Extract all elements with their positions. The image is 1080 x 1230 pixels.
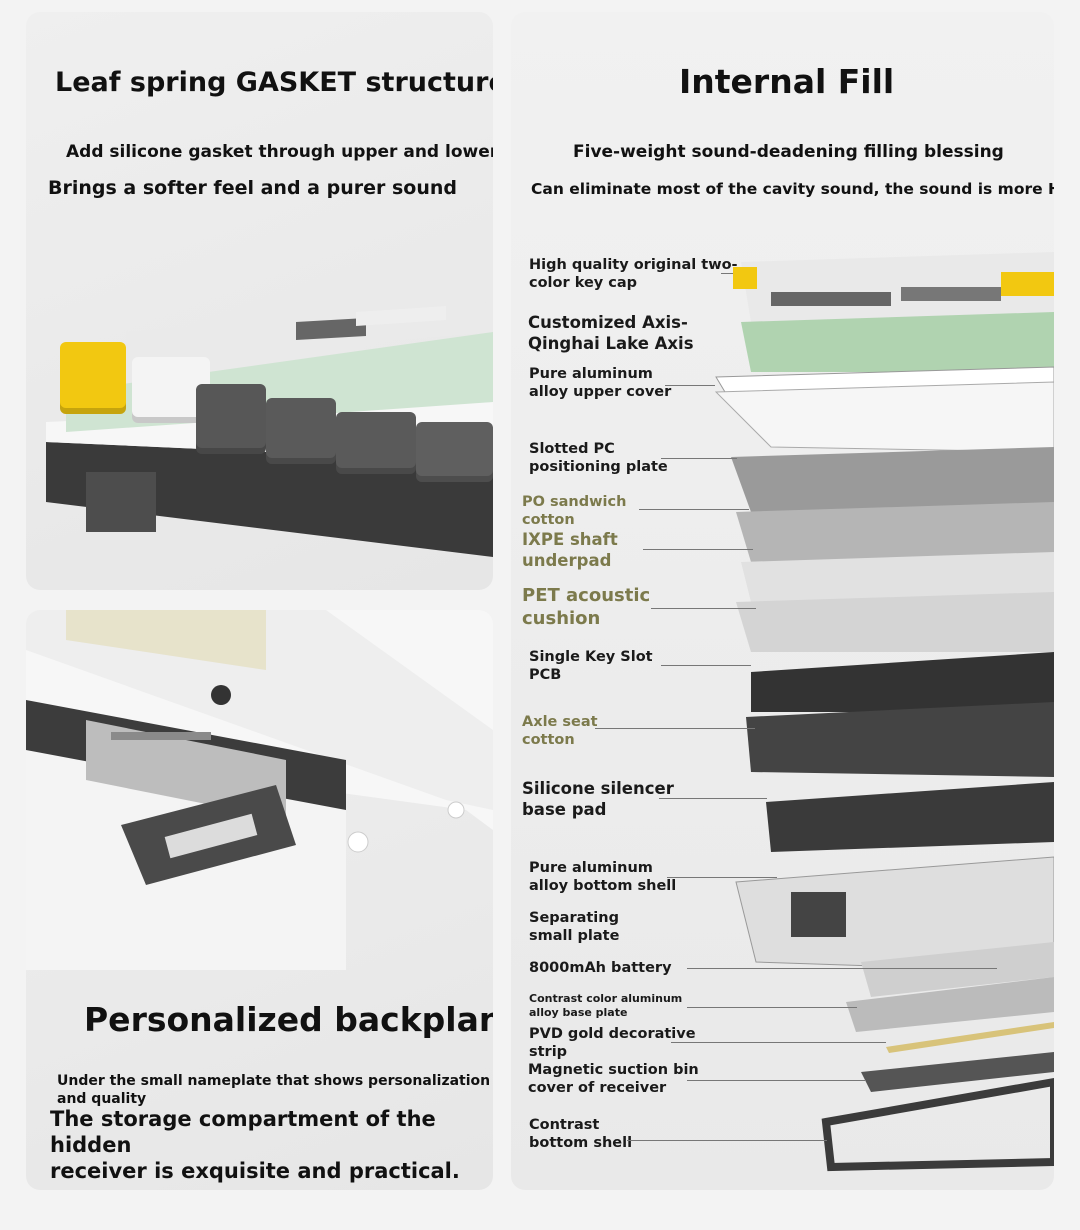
internal-fill-subtitle: Five-weight sound-deadening filling bles… xyxy=(573,142,1004,162)
yellow-key xyxy=(60,342,126,414)
leader-line xyxy=(627,1140,827,1141)
exploded-view-illustration xyxy=(714,252,1054,1172)
layer-label-receiver-cover: Magnetic suction bin cover of receiver xyxy=(528,1062,699,1096)
layer-label-pc-plate: Slotted PC positioning plate xyxy=(529,441,668,475)
leader-line xyxy=(687,1007,857,1008)
leader-line xyxy=(639,509,749,510)
layer-label-gold-strip: PVD gold decorative strip xyxy=(529,1026,696,1060)
leader-line xyxy=(661,458,737,459)
gasket-title: Leaf spring GASKET structure xyxy=(55,67,493,98)
backplane-panel: Personalized backplane Under the small n… xyxy=(26,610,493,1190)
gasket-subtitle: Add silicone gasket through upper and lo… xyxy=(66,142,493,162)
internal-fill-panel: Internal Fill Five-weight sound-deadenin… xyxy=(511,12,1054,1190)
layer-label-axle-cotton: Axle seat cotton xyxy=(522,714,598,748)
layer-label-base-plate: Contrast color aluminum alloy base plate xyxy=(529,992,683,1019)
gray-key xyxy=(266,398,336,464)
backplane-storage-text: The storage compartment of the hidden re… xyxy=(50,1107,460,1183)
gasket-description: Brings a softer feel and a purer sound xyxy=(48,177,457,199)
leader-line xyxy=(687,1080,865,1081)
backplane-nameplate-text: Under the small nameplate that shows per… xyxy=(57,1073,491,1107)
backplane-illustration xyxy=(26,610,493,970)
layer-label-contrast-shell: Contrast bottom shell xyxy=(529,1117,633,1151)
leader-line xyxy=(721,273,733,274)
internal-fill-title: Internal Fill xyxy=(679,62,895,101)
leader-line xyxy=(651,608,756,609)
layer-label-pcb: Single Key Slot PCB xyxy=(529,649,653,683)
leader-line xyxy=(661,665,751,666)
leader-line xyxy=(595,728,755,729)
backplane-title: Personalized backplane xyxy=(84,1000,493,1039)
gray-key xyxy=(336,412,416,474)
layer-label-keycap: High quality original two- color key cap xyxy=(529,257,738,291)
layer-label-pet: PET acoustic cushion xyxy=(522,585,651,629)
gray-key xyxy=(196,384,266,454)
leader-line xyxy=(687,968,997,969)
layer-label-battery: 8000mAh battery xyxy=(529,960,672,976)
leader-line xyxy=(659,798,767,799)
layer-label-po-cotton: PO sandwich cotton xyxy=(522,494,627,528)
layer-label-switch: Customized Axis- Qinghai Lake Axis xyxy=(528,313,694,353)
gasket-panel: Leaf spring GASKET structure Add silicon… xyxy=(26,12,493,590)
layer-label-silicone-pad: Silicone silencer base pad xyxy=(522,779,674,819)
leader-line xyxy=(665,385,715,386)
leader-line xyxy=(667,877,777,878)
internal-fill-description: Can eliminate most of the cavity sound, … xyxy=(531,180,1054,198)
gray-key xyxy=(416,422,493,482)
layer-label-upper-cover: Pure aluminum alloy upper cover xyxy=(529,366,672,400)
leader-line xyxy=(671,1042,886,1043)
leader-line xyxy=(643,549,753,550)
layer-label-separating-plate: Separating small plate xyxy=(529,910,620,944)
layer-label-ixpe: IXPE shaft underpad xyxy=(522,530,618,570)
layer-label-bottom-shell: Pure aluminum alloy bottom shell xyxy=(529,860,677,894)
